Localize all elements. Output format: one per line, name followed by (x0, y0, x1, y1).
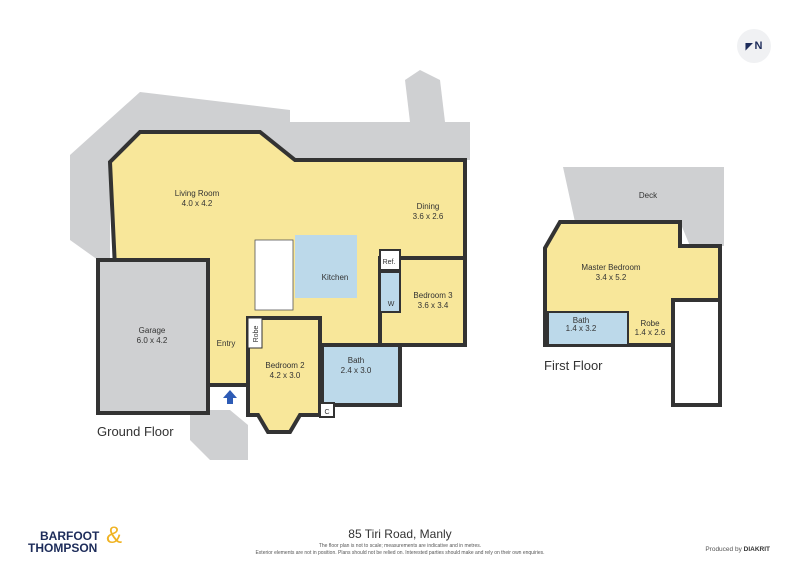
disclaimer-line-1: The floor plan is not to scale; measurem… (318, 543, 482, 549)
spiral-stair (405, 70, 445, 122)
address-title: 85 Tiri Road, Manly (348, 527, 452, 541)
label-deck: Deck (639, 191, 658, 200)
bath-area (320, 343, 402, 407)
c-area (319, 402, 335, 418)
logo-ampersand: & (106, 522, 123, 549)
compass-label: N (754, 40, 763, 52)
label-ref: Ref. (383, 259, 396, 266)
size-first-robe: 1.4 x 2.6 (635, 328, 666, 337)
ground-floor-title: Ground Floor (97, 424, 174, 439)
label-entry: Entry (217, 339, 236, 348)
label-master-bedroom: Master Bedroom (581, 263, 640, 272)
size-bath: 2.4 x 3.0 (341, 366, 372, 375)
label-w: W (388, 301, 395, 308)
ref-area (379, 249, 401, 271)
label-garage: Garage (139, 326, 166, 335)
brand-logo: BARFOOT THOMPSON & (28, 524, 122, 555)
produced-by: Produced by DIAKRIT (705, 546, 770, 553)
label-dining: Dining (417, 202, 440, 211)
entry-arrow-icon (223, 390, 237, 404)
stairs (254, 239, 294, 311)
garage-area (96, 258, 210, 415)
label-kitchen: Kitchen (322, 273, 349, 282)
logo-line-2: THOMPSON (28, 541, 98, 555)
produced-by-label: Produced by (705, 546, 742, 553)
first-bath-area (547, 311, 629, 346)
first-deck (563, 167, 724, 246)
size-living-room: 4.0 x 4.2 (182, 199, 213, 208)
label-c: C (324, 409, 329, 416)
size-garage: 6.0 x 4.2 (137, 336, 168, 345)
disclaimer-line-2: Exterior elements are not in position. P… (255, 550, 545, 556)
label-robe: Robe (253, 326, 260, 343)
size-dining: 3.6 x 2.6 (413, 212, 444, 221)
w-area (379, 271, 401, 313)
logo-line-1: BARFOOT (40, 529, 100, 543)
label-bath: Bath (348, 356, 364, 365)
size-master-bedroom: 3.4 x 5.2 (596, 273, 627, 282)
entry-steps (190, 410, 248, 460)
first-stairs (671, 298, 722, 407)
label-first-robe: Robe (640, 319, 660, 328)
first-floor-title: First Floor (544, 358, 603, 373)
robe-area (247, 317, 263, 349)
size-first-bath: 1.4 x 3.2 (566, 324, 597, 333)
north-arrow-icon: ◤N (737, 29, 771, 63)
label-living-room: Living Room (175, 189, 220, 198)
label-bedroom-2: Bedroom 2 (265, 361, 305, 370)
label-bedroom-3: Bedroom 3 (413, 291, 453, 300)
label-first-bath: Bath (573, 316, 589, 325)
ground-deck (70, 92, 470, 260)
disclaimer: The floor plan is not to scale; measurem… (0, 543, 800, 557)
kitchen-area (295, 235, 357, 298)
size-bedroom-3: 3.6 x 3.4 (418, 301, 449, 310)
size-bedroom-2: 4.2 x 3.0 (270, 371, 301, 380)
producer-name: DIAKRIT (743, 546, 770, 553)
